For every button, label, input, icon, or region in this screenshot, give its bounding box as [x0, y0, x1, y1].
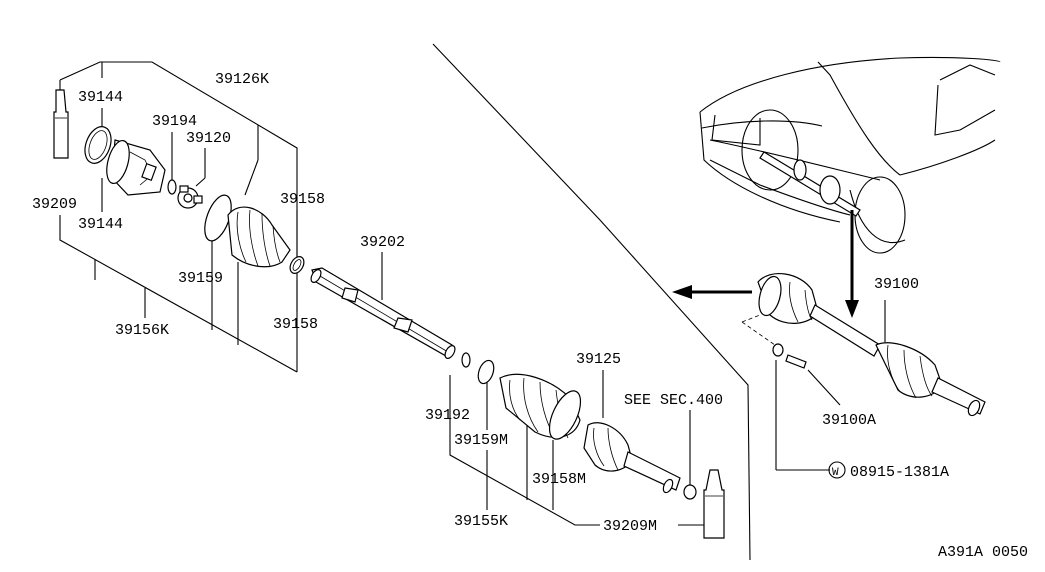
label-39100a: 39100A [822, 412, 876, 429]
shaft-39202 [310, 252, 456, 359]
label-39126k: 39126K [215, 71, 269, 88]
bolt-39100a [741, 314, 841, 471]
label-39144-top: 39144 [78, 89, 123, 106]
label-39125: 39125 [576, 351, 621, 368]
snap-ring-39194 [167, 179, 177, 195]
label-39194: 39194 [152, 113, 197, 130]
label-39158m: 39158M [532, 471, 586, 488]
outer-joint-39125 [583, 422, 681, 494]
boot-39126k [227, 206, 291, 268]
label-39120: 39120 [186, 130, 231, 147]
center-leader-bracket [449, 370, 710, 526]
band-39158m [548, 390, 582, 440]
label-washer-symbol: W [832, 467, 839, 479]
washer-symbol-icon [828, 461, 846, 479]
grease-tube-39209 [53, 89, 69, 159]
diagram-code: A391A 0050 [938, 544, 1028, 561]
section-divider [432, 43, 751, 561]
label-39155k: 39155K [454, 513, 508, 530]
label-39144-bottom: 39144 [78, 216, 123, 233]
spider-39120 [177, 185, 203, 209]
label-39159m: 39159M [454, 432, 508, 449]
left-arrow-icon [672, 285, 692, 299]
band-39159m [477, 359, 495, 385]
vehicle-illustration [699, 56, 1001, 254]
grease-tube-39209m [703, 469, 725, 539]
label-39202: 39202 [360, 234, 405, 251]
label-39209: 39209 [32, 196, 77, 213]
drive-shaft-39100 [757, 273, 986, 417]
label-39158-bottom: 39158 [273, 316, 318, 333]
nut-sec400 [683, 484, 697, 500]
label-39158-top: 39158 [280, 191, 325, 208]
snap-ring-39192 [461, 352, 471, 368]
center-parts [461, 352, 725, 539]
left-parts [53, 89, 305, 274]
arrows [672, 210, 859, 318]
band-39144 [84, 126, 112, 164]
housing-39126k [106, 139, 166, 196]
label-39159: 39159 [178, 270, 223, 287]
label-39192: 39192 [425, 407, 470, 424]
label-39209m: 39209M [603, 518, 657, 535]
band-39158 [289, 256, 305, 274]
label-39156k: 39156K [115, 322, 169, 339]
left-leader-bracket [59, 61, 298, 373]
label-39100: 39100 [874, 276, 919, 293]
label-see-sec-400: SEE SEC.400 [624, 392, 723, 409]
label-08915-1381a: 08915-1381A [850, 464, 949, 481]
down-arrow-icon [845, 300, 859, 318]
